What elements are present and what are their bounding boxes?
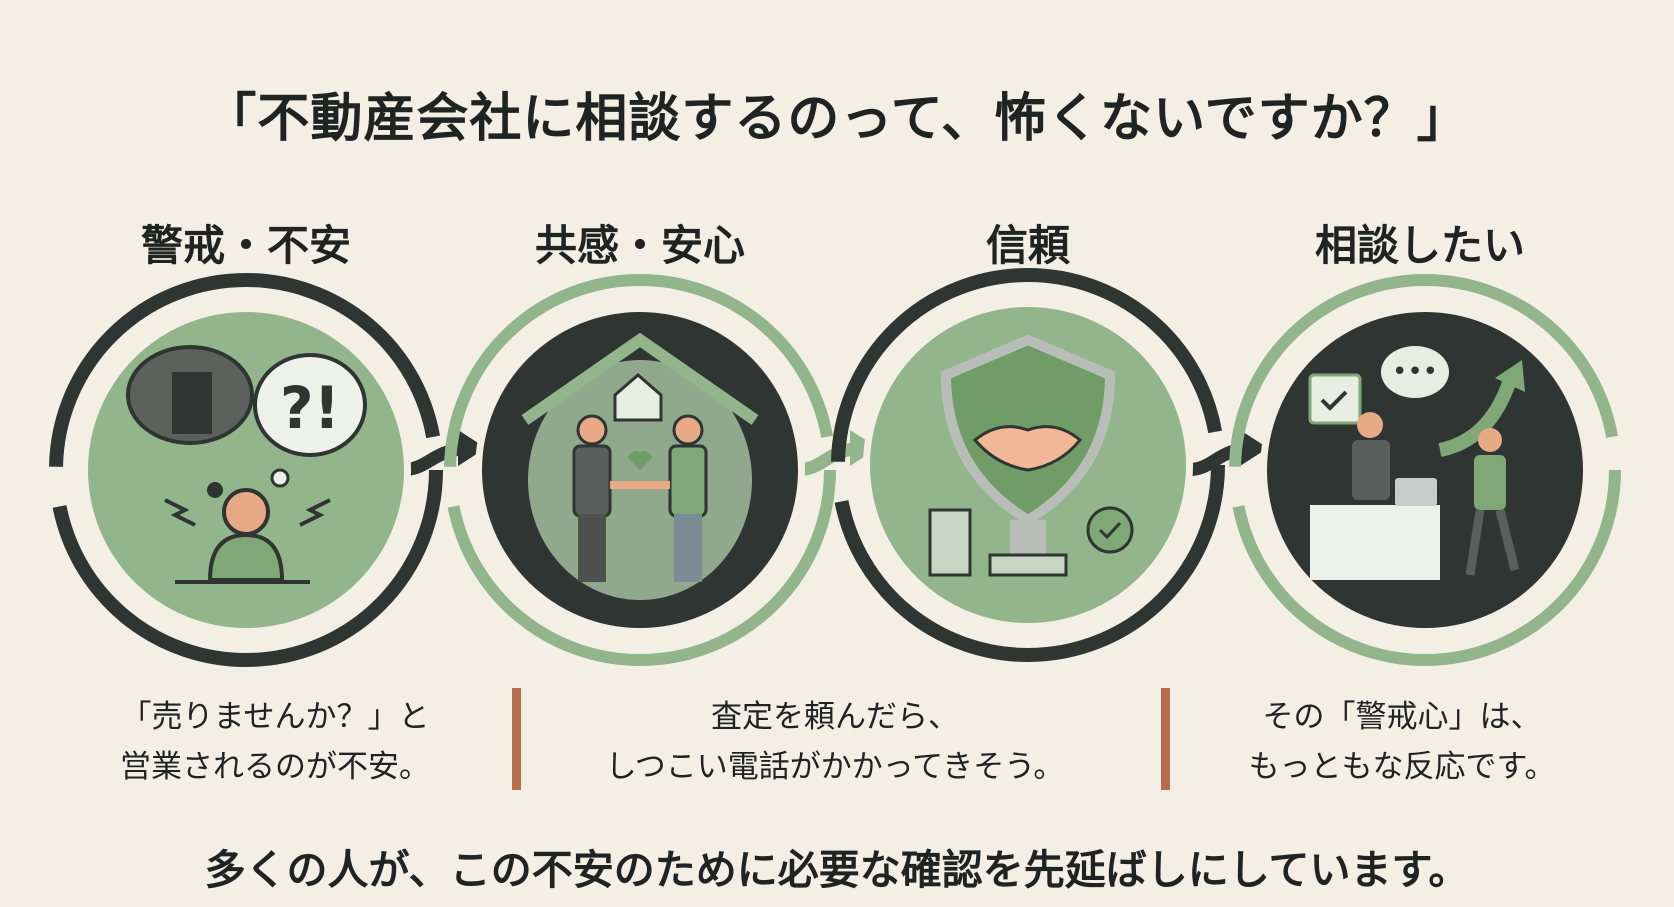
worried-person-icon: ?! bbox=[126, 345, 367, 584]
description-3-line1: その「警戒心」は、 bbox=[1262, 699, 1542, 735]
description-2: 査定を頼んだら、 しつこい電話がかかってきそう。 bbox=[575, 692, 1095, 792]
description-2-line1: 査定を頼んだら、 bbox=[711, 699, 959, 735]
description-3-line2: もっともな反応です。 bbox=[1248, 749, 1556, 785]
house-handshake-icon bbox=[521, 332, 759, 600]
stage-circle-2 bbox=[444, 274, 836, 666]
svg-text:•••: ••• bbox=[1392, 357, 1438, 387]
bottom-message: 多くの人が、この不安のために必要な確認を先延ばしにしています。 bbox=[204, 846, 1470, 894]
stage-circle-1: ?! bbox=[49, 273, 443, 667]
stage-label-3: 信頼 bbox=[985, 221, 1070, 270]
description-1: 「売りませんか？」と 営業されるのが不安。 bbox=[15, 692, 535, 792]
description-3: その「警戒心」は、 もっともな反応です。 bbox=[1142, 692, 1662, 792]
stage-label-2: 共感・安心 bbox=[534, 221, 745, 270]
shield-handshake-icon bbox=[928, 334, 1134, 577]
page-title: 「不動産会社に相談するのって、怖くないですか？」 bbox=[204, 89, 1470, 149]
arrow-icon bbox=[458, 430, 486, 466]
stage-label-4: 相談したい bbox=[1314, 221, 1525, 270]
bubble-text: ?! bbox=[280, 374, 340, 442]
description-1-line2: 営業されるのが不安。 bbox=[120, 749, 430, 785]
stage-circle-3 bbox=[831, 268, 1225, 662]
stage-circle-4: ••• bbox=[1229, 274, 1621, 666]
divider bbox=[1161, 688, 1170, 790]
office-consultation-icon: ••• bbox=[1308, 346, 1525, 580]
divider bbox=[512, 688, 521, 790]
arrow-icon bbox=[1240, 430, 1268, 466]
stage-label-1: 警戒・不安 bbox=[140, 221, 351, 270]
description-1-line1: 「売りませんか？」と bbox=[120, 699, 430, 735]
description-2-line2: しつこい電話がかかってきそう。 bbox=[605, 749, 1065, 785]
